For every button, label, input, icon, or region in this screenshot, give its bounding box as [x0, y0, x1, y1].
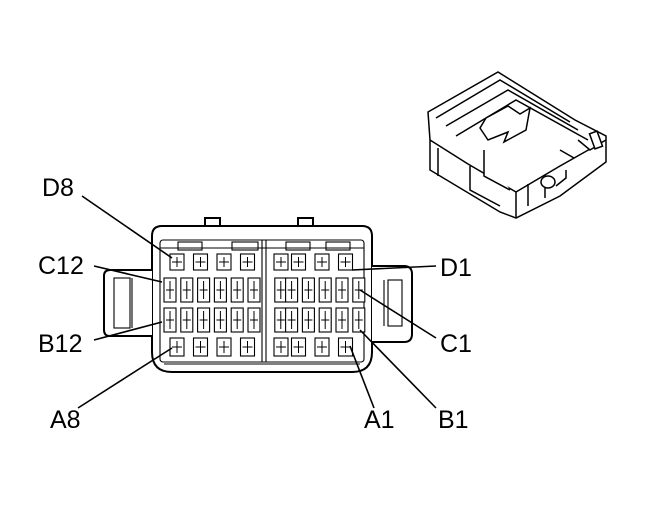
leader-lines [77, 195, 437, 409]
label-b1: B1 [438, 406, 469, 434]
label-b12: B12 [38, 330, 82, 358]
leader-d1 [351, 265, 437, 271]
leader-a1 [349, 345, 375, 409]
leader-b1 [359, 329, 437, 409]
leader-b12 [93, 321, 163, 341]
label-d8: D8 [42, 174, 74, 202]
label-c1: C1 [440, 330, 472, 358]
connector-face-view [103, 217, 413, 373]
leader-d8 [81, 195, 173, 259]
leader-c1 [359, 289, 437, 339]
label-a1: A1 [364, 406, 395, 434]
pin-labels: D8 C12 B12 A8 D1 C1 A1 B1 [38, 174, 472, 434]
label-d1: D1 [440, 254, 472, 282]
leader-a8 [77, 347, 173, 409]
label-a8: A8 [50, 406, 81, 434]
label-c12: C12 [38, 252, 84, 280]
leader-c12 [93, 265, 163, 283]
connector-isometric-view [427, 71, 607, 219]
